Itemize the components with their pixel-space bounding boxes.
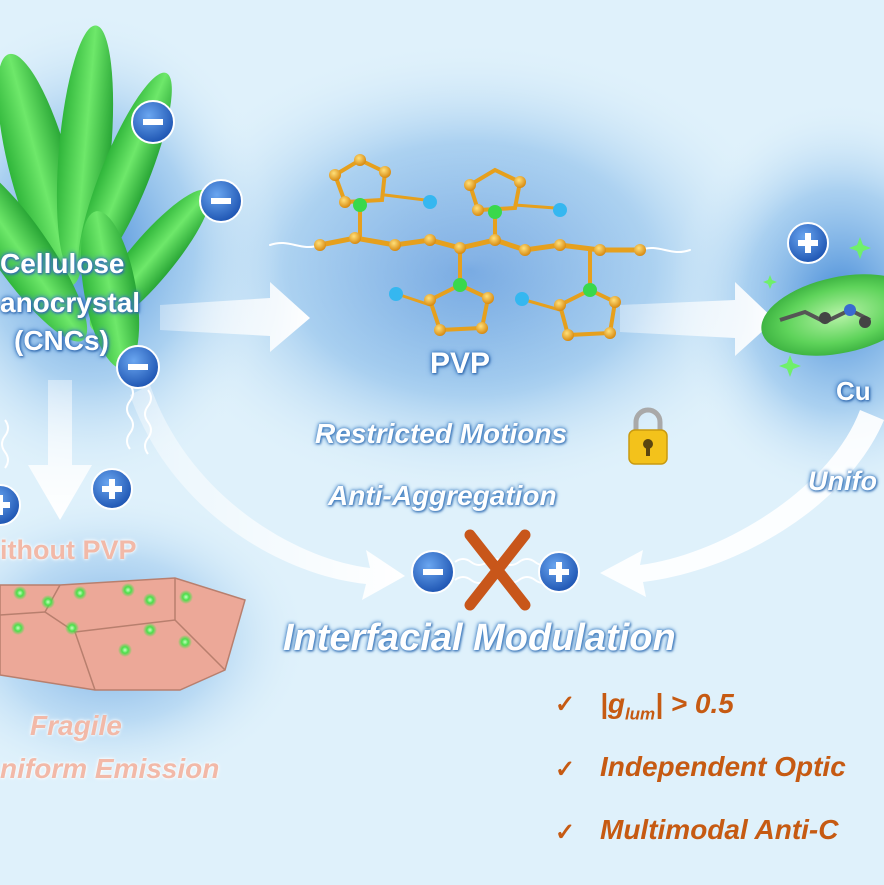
cross-mark bbox=[464, 529, 531, 611]
fragile-film bbox=[0, 577, 246, 691]
carbon-atom bbox=[339, 196, 351, 208]
check-icon-3: ✓ bbox=[555, 819, 576, 846]
checklist-item-independent-optic: Independent Optic bbox=[600, 751, 846, 782]
carbon-atom bbox=[424, 294, 436, 306]
carbon-atom bbox=[472, 204, 484, 216]
emission-dot bbox=[65, 621, 79, 635]
carbon-atom bbox=[554, 239, 566, 251]
checklist-item-multimodal: Multimodal Anti-C bbox=[600, 814, 839, 845]
green-sparkles bbox=[763, 237, 871, 377]
nonuniform-emission-label: niform Emission bbox=[0, 753, 220, 784]
charge-plus-1 bbox=[91, 468, 133, 510]
cu-complex bbox=[761, 274, 884, 356]
carbon-atom bbox=[634, 244, 646, 256]
arrow-cnc-to-pvp bbox=[160, 282, 310, 352]
carbon-atom bbox=[354, 154, 366, 166]
interfacial-modulation-title: Interfacial Modulation bbox=[283, 617, 676, 659]
checklist-item-glum: |glum| > 0.5 bbox=[600, 688, 734, 725]
emission-dot bbox=[179, 590, 193, 604]
emission-dot bbox=[143, 623, 157, 637]
carbon-atom bbox=[594, 244, 606, 256]
emission-dot bbox=[11, 621, 25, 635]
fragile-label: Fragile bbox=[30, 710, 122, 741]
carbon-atom bbox=[514, 176, 526, 188]
carbon-atom bbox=[562, 329, 574, 341]
restricted-motions-label: Restricted Motions bbox=[315, 418, 568, 449]
cnc-label-line1: Cellulose bbox=[0, 248, 125, 279]
pvp-carbon-atoms bbox=[314, 154, 646, 341]
carbon-atom bbox=[519, 244, 531, 256]
charge-minus-3 bbox=[116, 345, 160, 389]
arrow-pvp-to-cu bbox=[620, 282, 775, 356]
film-emission-dots bbox=[11, 583, 193, 657]
glum-suffix: | > 0.5 bbox=[655, 688, 734, 719]
carbon-atom bbox=[554, 299, 566, 311]
glum-subscript: lum bbox=[624, 704, 656, 724]
charge-minus-4 bbox=[411, 550, 455, 594]
check-icon-1: ✓ bbox=[555, 691, 576, 718]
carbon-atom bbox=[314, 239, 326, 251]
charge-plus-4 bbox=[538, 551, 580, 593]
arrow-curve-right bbox=[600, 410, 884, 597]
carbon-atom bbox=[424, 234, 436, 246]
arrow-down-without-pvp bbox=[28, 380, 92, 520]
emission-dot bbox=[118, 643, 132, 657]
cu-label: Cu bbox=[836, 376, 871, 406]
emission-dot bbox=[121, 583, 135, 597]
emission-dot bbox=[41, 595, 55, 609]
carbon-atom bbox=[434, 324, 446, 336]
arrow-curve-left bbox=[130, 385, 405, 600]
cnc-label-line3: (CNCs) bbox=[14, 325, 109, 356]
right-halo bbox=[670, 100, 884, 500]
carbon-atom bbox=[604, 327, 616, 339]
charge-minus-2 bbox=[199, 179, 243, 223]
anti-aggregation-label: Anti-Aggregation bbox=[328, 480, 557, 511]
lock-icon bbox=[628, 407, 668, 465]
cnc-label-line2: anocrystal bbox=[0, 287, 141, 318]
carbon-atom bbox=[329, 169, 341, 181]
emission-dot bbox=[73, 586, 87, 600]
uniform-label: Unifo bbox=[808, 466, 877, 496]
emission-dot bbox=[178, 635, 192, 649]
emission-dot bbox=[13, 586, 27, 600]
charge-plus-3 bbox=[787, 222, 829, 264]
carbon-atom bbox=[482, 292, 494, 304]
carbon-atom bbox=[349, 232, 361, 244]
emission-dot bbox=[143, 593, 157, 607]
cnc-bundle bbox=[0, 25, 211, 369]
check-icon-2: ✓ bbox=[555, 756, 576, 783]
carbon-atom bbox=[454, 242, 466, 254]
carbon-atom bbox=[464, 179, 476, 191]
glum-prefix: |g bbox=[600, 688, 625, 719]
charge-plus-2 bbox=[0, 484, 21, 526]
carbon-atom bbox=[609, 296, 621, 308]
carbon-atom bbox=[476, 322, 488, 334]
pvp-label: PVP bbox=[430, 347, 491, 380]
without-pvp-label: ithout PVP bbox=[0, 535, 137, 565]
carbon-atom bbox=[379, 166, 391, 178]
carbon-atom bbox=[489, 234, 501, 246]
charge-minus-1 bbox=[131, 100, 175, 144]
carbon-atom bbox=[389, 239, 401, 251]
